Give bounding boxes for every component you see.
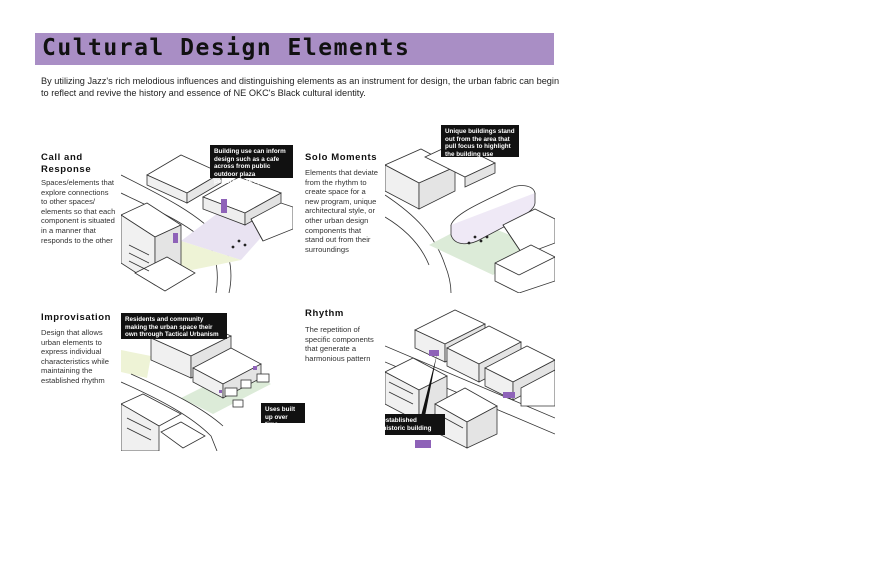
- rhythm-callout: Rhythm established through historic buil…: [385, 414, 445, 435]
- improvisation-title: Improvisation: [41, 312, 112, 323]
- page-title: Cultural Design Elements: [42, 35, 411, 61]
- improvisation-illustration: Residents and community making the urban…: [121, 308, 307, 451]
- solo-moments-description: Elements that deviate from the rhythm to…: [305, 168, 379, 254]
- call-and-response-callout: Building use can inform design such as a…: [210, 145, 293, 185]
- improvisation-description: Design that allows urban elements to exp…: [41, 328, 109, 385]
- rhythm-title: Rhythm: [305, 308, 344, 319]
- solo-moments-illustration: Unique buildings stand out from the area…: [385, 125, 555, 293]
- rhythm-description: The repetition of specific components th…: [305, 325, 374, 363]
- improvisation-callout-uses-built-up: Uses built up over time: [261, 403, 305, 428]
- call-and-response-title: Call and Response: [41, 152, 92, 175]
- improvisation-callout-tactical-urbanism: Residents and community making the urban…: [121, 313, 227, 339]
- call-and-response-description: Spaces/elements that explore connections…: [41, 178, 116, 245]
- rhythm-illustration: Rhythm established through historic buil…: [385, 308, 555, 450]
- solo-moments-title: Solo Moments: [305, 152, 378, 163]
- call-and-response-illustration: Building use can inform design such as a…: [121, 145, 293, 293]
- intro-paragraph: By utilizing Jazz's rich melodious influ…: [41, 76, 560, 98]
- title-bar: Cultural Design Elements: [35, 33, 554, 65]
- solo-moments-callout: Unique buildings stand out from the area…: [441, 125, 519, 158]
